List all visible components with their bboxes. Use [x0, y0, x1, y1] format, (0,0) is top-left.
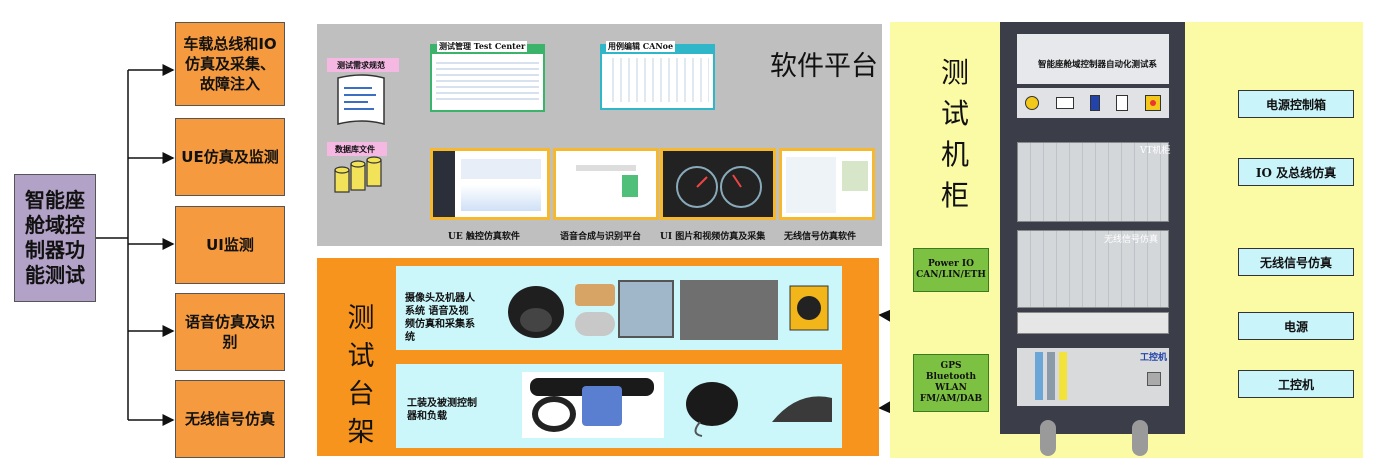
output-power-control-box: 电源控制箱	[1238, 90, 1354, 118]
toggle-icon[interactable]	[1116, 95, 1129, 111]
antenna-puck-icon	[686, 382, 738, 437]
canoe-label: 用例编辑 CANoe	[606, 41, 676, 52]
cabinet-header-panel	[1017, 34, 1169, 84]
output-power-supply: 电源	[1238, 312, 1354, 340]
category-ui: UI监测	[175, 206, 285, 284]
sensor-part-icon	[575, 284, 615, 306]
output-wireless-sim: 无线信号仿真	[1238, 248, 1354, 276]
db-label-bg	[327, 142, 387, 156]
test-center-label: 测试管理 Test Center	[437, 41, 528, 52]
wireless-software-caption: 无线信号仿真软件	[784, 232, 857, 242]
fixture-text: 工装及被测控制器和负载	[407, 398, 477, 422]
camera-module-icon	[789, 285, 829, 331]
voice-platform-caption: 语音合成与识别平台	[560, 232, 642, 242]
wireless-interface: GPS Bluetooth WLAN FM/AM/DAB	[913, 354, 989, 412]
ue-software-screenshot	[430, 148, 550, 220]
root-function-test: 智能座舱域控制器功能测试	[14, 174, 96, 302]
output-ipc: 工控机	[1238, 370, 1354, 398]
output-io-bus-sim: IO 及总线仿真	[1238, 158, 1354, 186]
dashboard-photo	[522, 372, 664, 438]
database-label: 数据库文件	[335, 144, 375, 154]
ui-video-caption: UI 图片和视频仿真及采集	[660, 232, 766, 242]
cabinet-foot-right	[1132, 420, 1148, 456]
power-io-interface: Power IO CAN/LIN/ETH	[913, 248, 989, 292]
voice-platform-screenshot	[553, 148, 659, 220]
shark-fin-antenna-icon	[772, 396, 832, 422]
test-cabinet-title: 测试机柜	[940, 56, 969, 212]
cabinet-foot-left	[1040, 420, 1056, 456]
wireless-software-screenshot	[779, 148, 875, 220]
test-stand-title: 测试台架	[347, 303, 375, 448]
power-switch-icon[interactable]	[1025, 96, 1040, 110]
wireless-rack	[1017, 230, 1169, 308]
category-wireless: 无线信号仿真	[175, 380, 285, 458]
requirements-label: 测试需求规范	[337, 60, 385, 70]
category-bus-io: 车载总线和IO仿真及采集、故障注入	[175, 22, 285, 106]
equipment-case-icon	[618, 280, 674, 338]
ue-software-caption: UE 触控仿真软件	[448, 232, 520, 242]
power-supply-unit	[1017, 312, 1169, 334]
req-label-bg	[327, 58, 399, 72]
indicator-icon	[1055, 97, 1074, 109]
canoe-screenshot	[600, 44, 715, 110]
vt-rack-label: VT机柜	[1140, 146, 1171, 156]
test-center-screenshot	[430, 44, 545, 112]
camera-robot-text: 摄像头及机器人系统 语音及视频仿真和采集系统	[405, 293, 475, 343]
robot-system-photo	[680, 280, 778, 340]
category-voice: 语音仿真及识别	[175, 293, 285, 371]
tree-connectors	[96, 64, 175, 426]
ui-video-screenshot	[660, 148, 776, 220]
cabinet-header: 智能座舱域控制器自动化测试系	[1038, 60, 1158, 70]
camera-dome-icon	[508, 286, 564, 338]
control-panel	[1017, 88, 1169, 118]
dashboard-gauge-icon	[676, 166, 762, 208]
document-icon	[337, 74, 385, 125]
database-icon	[334, 156, 382, 193]
vt-rack	[1017, 142, 1169, 222]
ipc-unit	[1017, 348, 1169, 406]
wireless-rack-label: 无线信号仿真	[1104, 235, 1159, 245]
motor-part-icon	[575, 312, 615, 336]
emergency-stop-icon[interactable]	[1144, 95, 1161, 111]
category-ue: UE仿真及监测	[175, 118, 285, 196]
ipc-label: 工控机	[1140, 353, 1168, 363]
status-lamp-icon	[1089, 95, 1100, 111]
software-platform-title: 软件平台	[770, 51, 878, 82]
